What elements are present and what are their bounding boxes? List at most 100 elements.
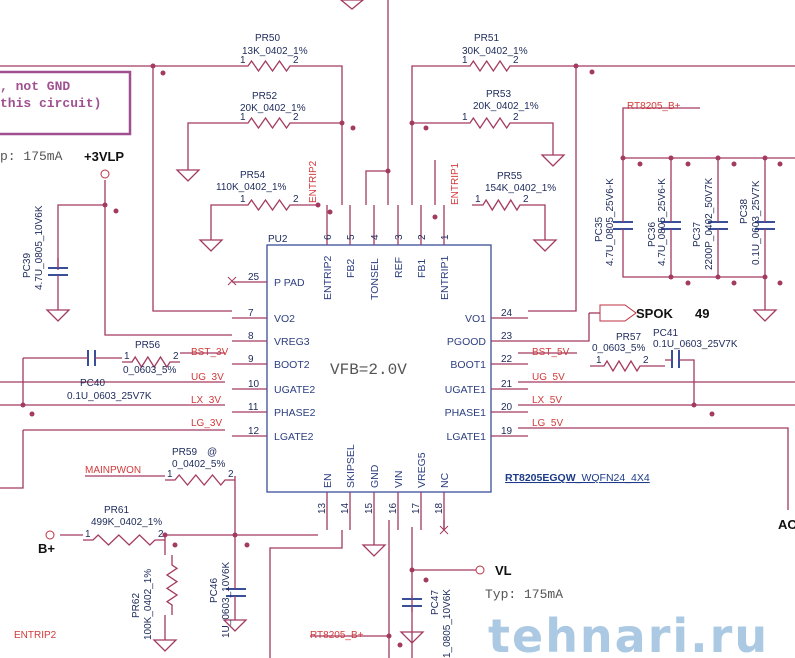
pin-name: VO2	[274, 313, 295, 325]
net-ug-3v: UG_3V	[191, 372, 224, 383]
net-bst-5v: BST_5V	[532, 347, 570, 358]
pr62-symbol	[165, 555, 179, 615]
pc36-ref: PC36	[647, 222, 658, 247]
junction-dot	[339, 120, 345, 126]
junction-dot	[762, 155, 768, 161]
pr52-value: 20K_0402_1%	[240, 103, 306, 114]
pin-name: P PAD	[274, 277, 305, 289]
junction-dot	[715, 155, 721, 161]
pc35-value: 4.7U_0805_25V6-K	[605, 178, 616, 266]
power-3vlp-label: +3VLP	[84, 149, 124, 164]
vlp-terminal	[100, 169, 110, 179]
pin-2-label: 2	[228, 469, 234, 480]
pin-number: 1	[440, 234, 451, 240]
pr54-ref: PR54	[240, 170, 265, 181]
ic-pu2-body	[266, 244, 492, 493]
pin-1-label: 1	[240, 194, 246, 205]
pc39-value: 4.7U_0805_10V6K	[34, 205, 45, 290]
pin-number: 6	[323, 234, 334, 240]
junction-dot	[685, 280, 691, 286]
pin-name: VREG5	[416, 452, 428, 488]
pin-name: ENTRIP1	[439, 255, 451, 300]
pin-number: 25	[248, 272, 260, 283]
pc40-value: 0.1U_0603_25V7K	[67, 391, 152, 402]
pr62-value: 100K_0402_1%	[143, 569, 154, 640]
net-ug-5v: UG_5V	[532, 372, 565, 383]
ground-icon	[152, 639, 178, 652]
pin-name: PHASE2	[274, 407, 316, 419]
junction-dot	[691, 402, 697, 408]
pin-number: 24	[501, 308, 513, 319]
pin-number: 22	[501, 354, 513, 365]
junction-dot	[113, 208, 119, 214]
pr53-ref: PR53	[486, 89, 511, 100]
net-lg-3v: LG_3V	[191, 418, 222, 429]
pin-name: FB2	[345, 259, 357, 278]
ground-icon	[45, 309, 71, 322]
net-lg-5v: LG_5V	[532, 418, 563, 429]
bplus-label: B+	[38, 541, 55, 556]
net-entrip2: ENTRIP2	[14, 630, 57, 641]
pin-number: 21	[501, 379, 513, 390]
junction-dot	[620, 155, 626, 161]
pin-number: 7	[248, 308, 254, 319]
pc40-ref: PC40	[80, 378, 105, 389]
junction-dot	[709, 411, 715, 417]
junction-dot	[685, 161, 691, 167]
pin-2-label: 2	[513, 55, 519, 66]
pr56-symbol	[122, 355, 180, 369]
note-line-1: , not GND	[0, 79, 70, 94]
junction-dot	[232, 532, 238, 538]
pr62-ref: PR62	[131, 593, 142, 618]
pin-2-label: 2	[643, 355, 649, 366]
pin-number: 16	[388, 502, 399, 514]
pin-2-label: 2	[523, 194, 529, 205]
net-entrip1-vertical: ENTRIP1	[450, 162, 461, 205]
pr57-symbol	[594, 359, 650, 373]
pc47-value: 1_0805_10V6K	[442, 589, 453, 658]
pr54-value: 110K_0402_1%	[216, 182, 287, 193]
pc35-ref: PC35	[594, 217, 605, 242]
pin-name: LGATE2	[274, 431, 314, 443]
spok-offpage-arrow	[599, 304, 637, 322]
pr51-ref: PR51	[474, 33, 499, 44]
ground-icon	[222, 619, 248, 632]
pin-name: SKIPSEL	[345, 444, 357, 488]
junction-dot	[397, 642, 403, 648]
ground-icon	[361, 544, 387, 557]
pin-number: 23	[501, 331, 513, 342]
junction-dot	[315, 202, 321, 208]
pr51-value: 30K_0402_1%	[462, 46, 528, 57]
pc37-ref: PC37	[692, 222, 703, 247]
pr59-ref: PR59	[172, 447, 197, 458]
pr57-ref: PR57	[616, 332, 641, 343]
pin-name: PGOOD	[447, 336, 487, 348]
net-rt8205-bplus-top: RT8205_B+	[627, 101, 681, 112]
ground-icon	[339, 0, 365, 10]
pin-name: NC	[439, 472, 451, 488]
pin-1-label: 1	[475, 194, 481, 205]
junction-dot	[162, 532, 168, 538]
vl-terminal	[475, 565, 485, 575]
ao-label: AO	[778, 517, 795, 532]
spok-page: 49	[695, 306, 709, 321]
spok-label: SPOK	[636, 306, 673, 321]
pin-number: 13	[317, 502, 328, 514]
net-lx-5v: LX_5V	[532, 395, 562, 406]
pin-name: VIN	[393, 470, 405, 488]
pc47-ref: PC47	[430, 590, 441, 615]
pr61-ref: PR61	[104, 505, 129, 516]
pr53-value: 20K_0402_1%	[473, 101, 539, 112]
typ-current-left: p: 175mA	[0, 149, 63, 164]
pr61-symbol	[83, 534, 165, 546]
ground-icon	[532, 239, 558, 252]
pin-2-label: 2	[513, 112, 519, 123]
ic-part-number: RT8205EGQW_WQFN24_4X4	[505, 472, 650, 484]
net-bst-3v: BST_3V	[191, 347, 229, 358]
junction-dot	[386, 633, 392, 639]
pin-number: 15	[364, 502, 375, 514]
pc39-ref: PC39	[22, 253, 33, 278]
vl-label: VL	[495, 563, 512, 578]
net-lx-3v: LX_3V	[191, 395, 221, 406]
net-entrip2-vertical: ENTRIP2	[308, 160, 319, 203]
